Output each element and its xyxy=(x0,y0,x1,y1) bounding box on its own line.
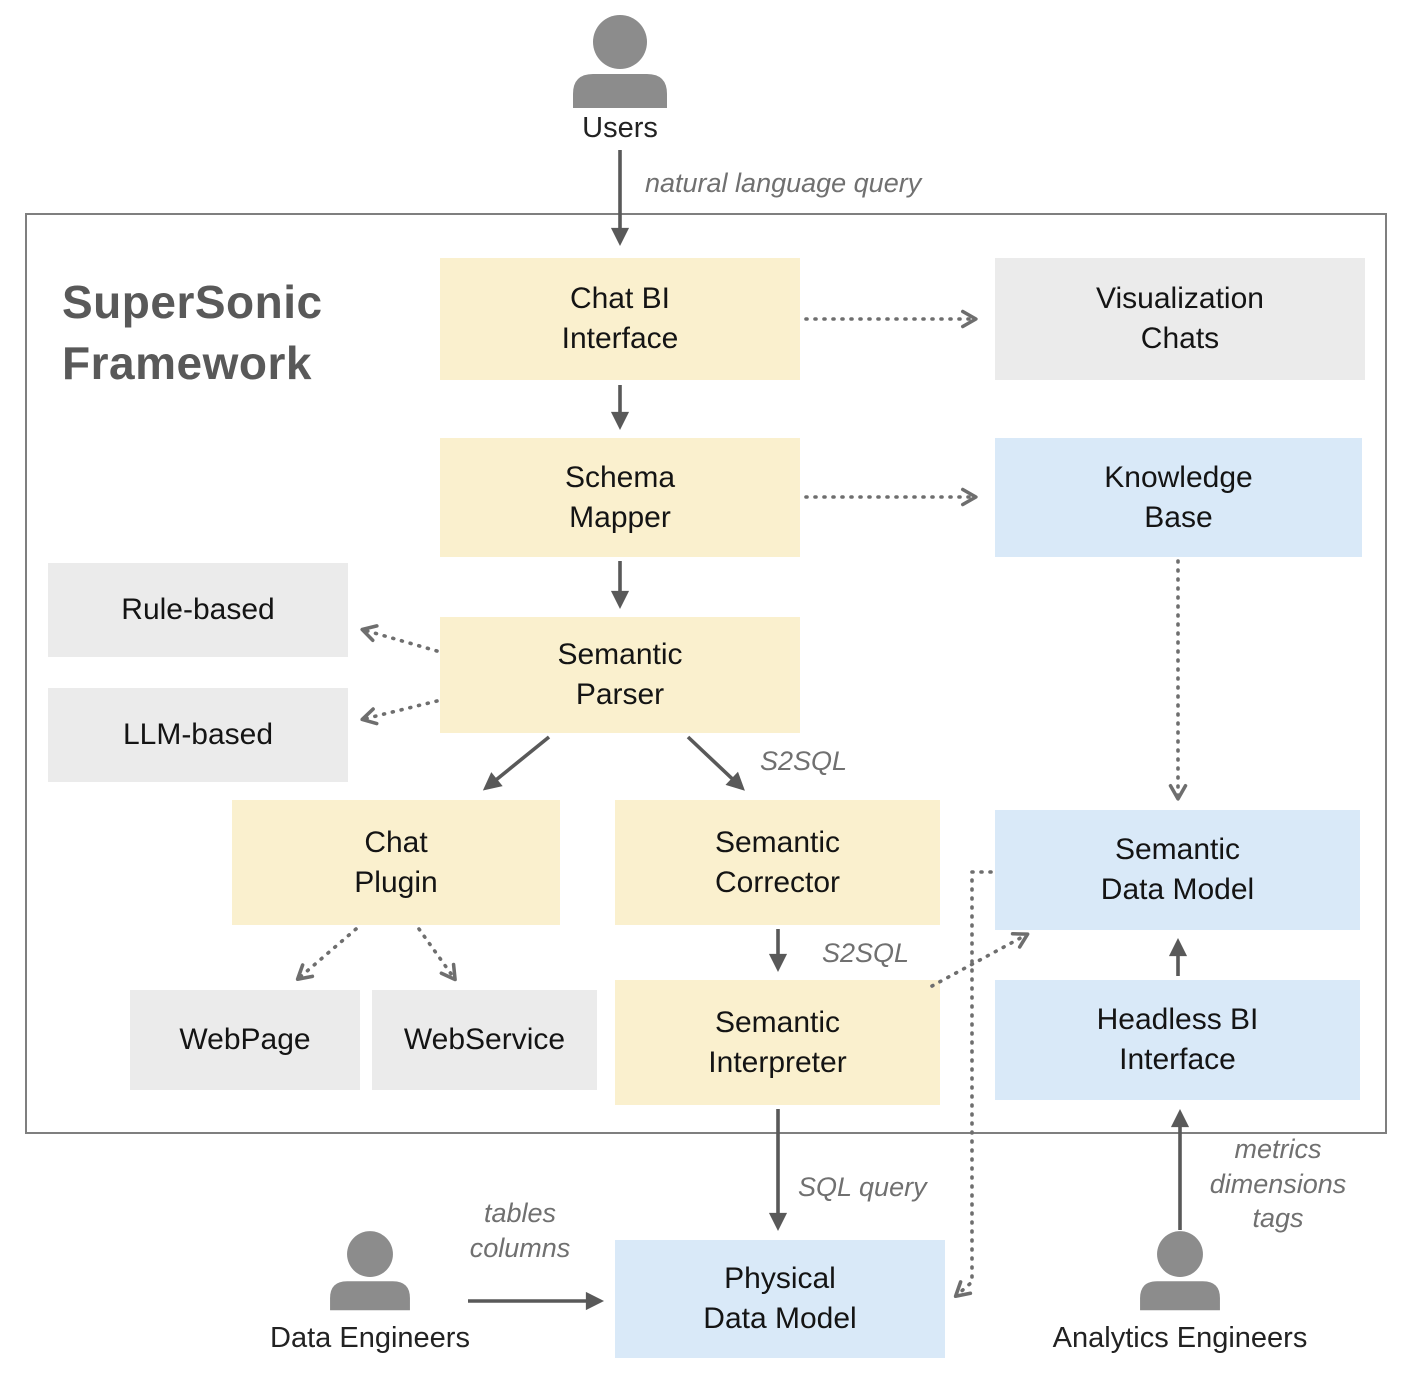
node-rule-based: Rule-based xyxy=(48,563,348,657)
data-engineers-icon xyxy=(330,1231,410,1311)
node-semantic-interpreter: Semantic Interpreter xyxy=(615,980,940,1105)
node-chat-bi-interface: Chat BI Interface xyxy=(440,258,800,380)
node-semantic-corrector: Semantic Corrector xyxy=(615,800,940,925)
node-knowledge-base: Knowledge Base xyxy=(995,438,1362,557)
framework-title: SuperSonic Framework xyxy=(62,276,323,389)
edge-label-s2sql-lower: S2SQL xyxy=(822,938,910,968)
node-semantic-parser: Semantic Parser xyxy=(440,617,800,733)
analytics-engineers-label: Analytics Engineers xyxy=(1052,1322,1308,1354)
edge-label-metrics-dimensions-tags: metrics dimensions tags xyxy=(1209,1134,1347,1234)
data-engineers-label: Data Engineers xyxy=(270,1322,470,1354)
users-label: Users xyxy=(582,112,658,144)
node-llm-based: LLM-based xyxy=(48,688,348,782)
node-webpage: WebPage xyxy=(130,990,360,1090)
node-physical-data-model: Physical Data Model xyxy=(615,1240,945,1358)
analytics-engineers-icon xyxy=(1140,1231,1220,1311)
edge-label-tables-columns: tables columns xyxy=(469,1198,571,1263)
node-visualization-chats: Visualization Chats xyxy=(995,258,1365,380)
edge-label-s2sql-upper: S2SQL xyxy=(760,746,848,776)
edge-label-natural-language-query: natural language query xyxy=(645,168,922,198)
node-schema-mapper: Schema Mapper xyxy=(440,438,800,557)
node-headless-bi-interface: Headless BI Interface xyxy=(995,980,1360,1100)
node-webservice: WebService xyxy=(372,990,597,1090)
users-icon xyxy=(573,15,667,108)
edge-label-sql-query: SQL query xyxy=(798,1172,927,1202)
node-semantic-data-model: Semantic Data Model xyxy=(995,810,1360,930)
node-chat-plugin: Chat Plugin xyxy=(232,800,560,925)
